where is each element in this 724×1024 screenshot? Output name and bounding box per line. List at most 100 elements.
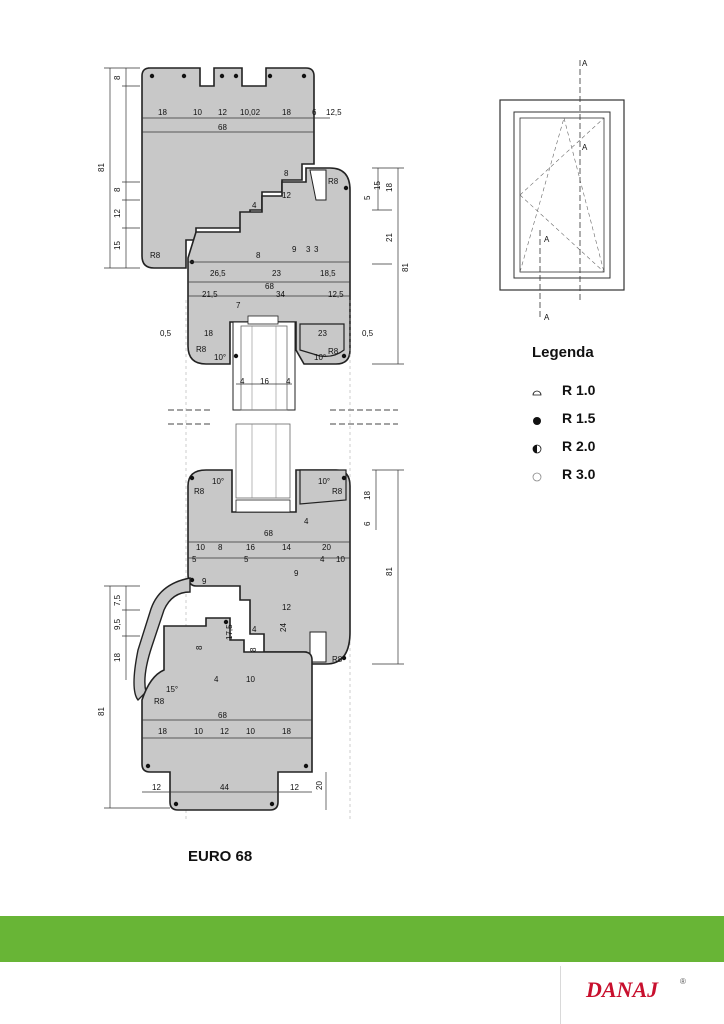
dim: 8 (218, 543, 223, 552)
dim: 5 (363, 195, 372, 200)
half-open-circle-icon (532, 385, 542, 396)
dim: 4 (214, 675, 219, 684)
dim: R8 (328, 347, 339, 356)
dim: 8 (284, 169, 289, 178)
dim: 7,5 (113, 594, 122, 606)
half-filled-circle-icon (532, 441, 542, 454)
dim: 17,5 (225, 624, 234, 640)
legend-item: R 1.5 (532, 404, 595, 432)
registered-mark: ® (680, 977, 686, 986)
section-marker: A (582, 143, 588, 152)
dim: 18 (282, 727, 291, 736)
legend-title: Legenda (532, 344, 594, 361)
footer-divider (560, 966, 561, 1024)
dim: 12,5 (328, 290, 344, 299)
dim: 12 (220, 727, 229, 736)
dim: 81 (385, 567, 394, 576)
dim: R8 (332, 487, 343, 496)
break-line (168, 300, 398, 820)
dim: 24 (279, 623, 288, 632)
dim: 16 (260, 377, 269, 386)
dim: R8 (332, 655, 343, 664)
legend-item: R 2.0 (532, 432, 595, 460)
dim: 12 (290, 783, 299, 792)
dim: R8 (328, 177, 339, 186)
legend-label: R 2.0 (562, 438, 596, 454)
dim: 68 (218, 123, 227, 132)
dim: 3 (306, 245, 311, 254)
dim: 10 (194, 727, 203, 736)
dim: 23 (318, 329, 327, 338)
dim: 18 (385, 183, 394, 192)
dim: 21 (385, 233, 394, 242)
legend-label: R 1.0 (562, 382, 596, 398)
danaj-logo: DANAJ ® (585, 977, 686, 1002)
dim: 68 (218, 711, 227, 720)
dim: 68 (265, 282, 274, 291)
dim: 10,02 (240, 108, 261, 117)
dim: 9 (292, 245, 297, 254)
dim: 9,5 (113, 618, 122, 630)
legend-label: R 1.5 (562, 410, 596, 426)
dim: 15 (373, 181, 382, 190)
dim: 4 (252, 201, 257, 210)
dim: 12 (282, 191, 291, 200)
dim: 81 (97, 707, 106, 716)
dim: 10 (196, 543, 205, 552)
section-marker: A (544, 313, 550, 322)
legend-item: R 3.0 (532, 460, 595, 488)
dimension-labels: 8 81 8 12 15 18 10 12 10,02 18 6 12,5 68… (97, 75, 410, 792)
dim: 18,5 (320, 269, 336, 278)
dim: 8 (256, 251, 261, 260)
dim: 10 (193, 108, 202, 117)
dimension-lines (104, 67, 404, 810)
dim: 12 (152, 783, 161, 792)
dim: 10 (246, 675, 255, 684)
legend-item: R 1.0 (532, 376, 595, 404)
dim: 12 (282, 603, 291, 612)
dim: 20 (315, 781, 324, 790)
open-circle-icon (532, 469, 542, 482)
dim: 10° (318, 477, 330, 486)
dim: 8 (195, 645, 204, 650)
legend-label: R 3.0 (562, 466, 596, 482)
dim: 81 (401, 263, 410, 272)
dim: 4 (286, 377, 291, 386)
dim: 4 (240, 377, 245, 386)
bottom-frame-shape (141, 617, 313, 811)
drawing-caption: EURO 68 (188, 848, 253, 865)
legend: R 1.0 R 1.5 R 2.0 R 3.0 (532, 376, 595, 488)
dim: R8 (150, 251, 161, 260)
dim: 21,5 (202, 290, 218, 299)
window-elevation: A A A A (499, 59, 625, 322)
top-sash-shape (187, 167, 351, 365)
bottom-sash-profile (187, 469, 351, 665)
dim: 18 (158, 727, 167, 736)
footer-band (0, 916, 724, 962)
dim: 0,5 (160, 329, 172, 338)
dim: 6 (312, 108, 317, 117)
dim: 10 (246, 727, 255, 736)
dim: 0,5 (362, 329, 374, 338)
dim: 15° (166, 685, 178, 694)
dim: 68 (264, 529, 273, 538)
dim: 10 (336, 555, 345, 564)
dim: 5 (192, 555, 197, 564)
dim: 10° (214, 353, 226, 362)
dim: 8 (113, 187, 122, 192)
dim: 14 (282, 543, 291, 552)
dim: 18 (158, 108, 167, 117)
dim: 5 (244, 555, 249, 564)
dim: R8 (194, 487, 205, 496)
dim: 12 (113, 209, 122, 218)
dim: 18 (113, 653, 122, 662)
dim: 10° (212, 477, 224, 486)
dim: 7 (236, 301, 241, 310)
brand-name: DANAJ (585, 977, 659, 1002)
dim: 16 (246, 543, 255, 552)
dim: 18 (282, 108, 291, 117)
dim: 81 (97, 163, 106, 172)
dim: 9 (294, 569, 299, 578)
dim: 4 (320, 555, 325, 564)
